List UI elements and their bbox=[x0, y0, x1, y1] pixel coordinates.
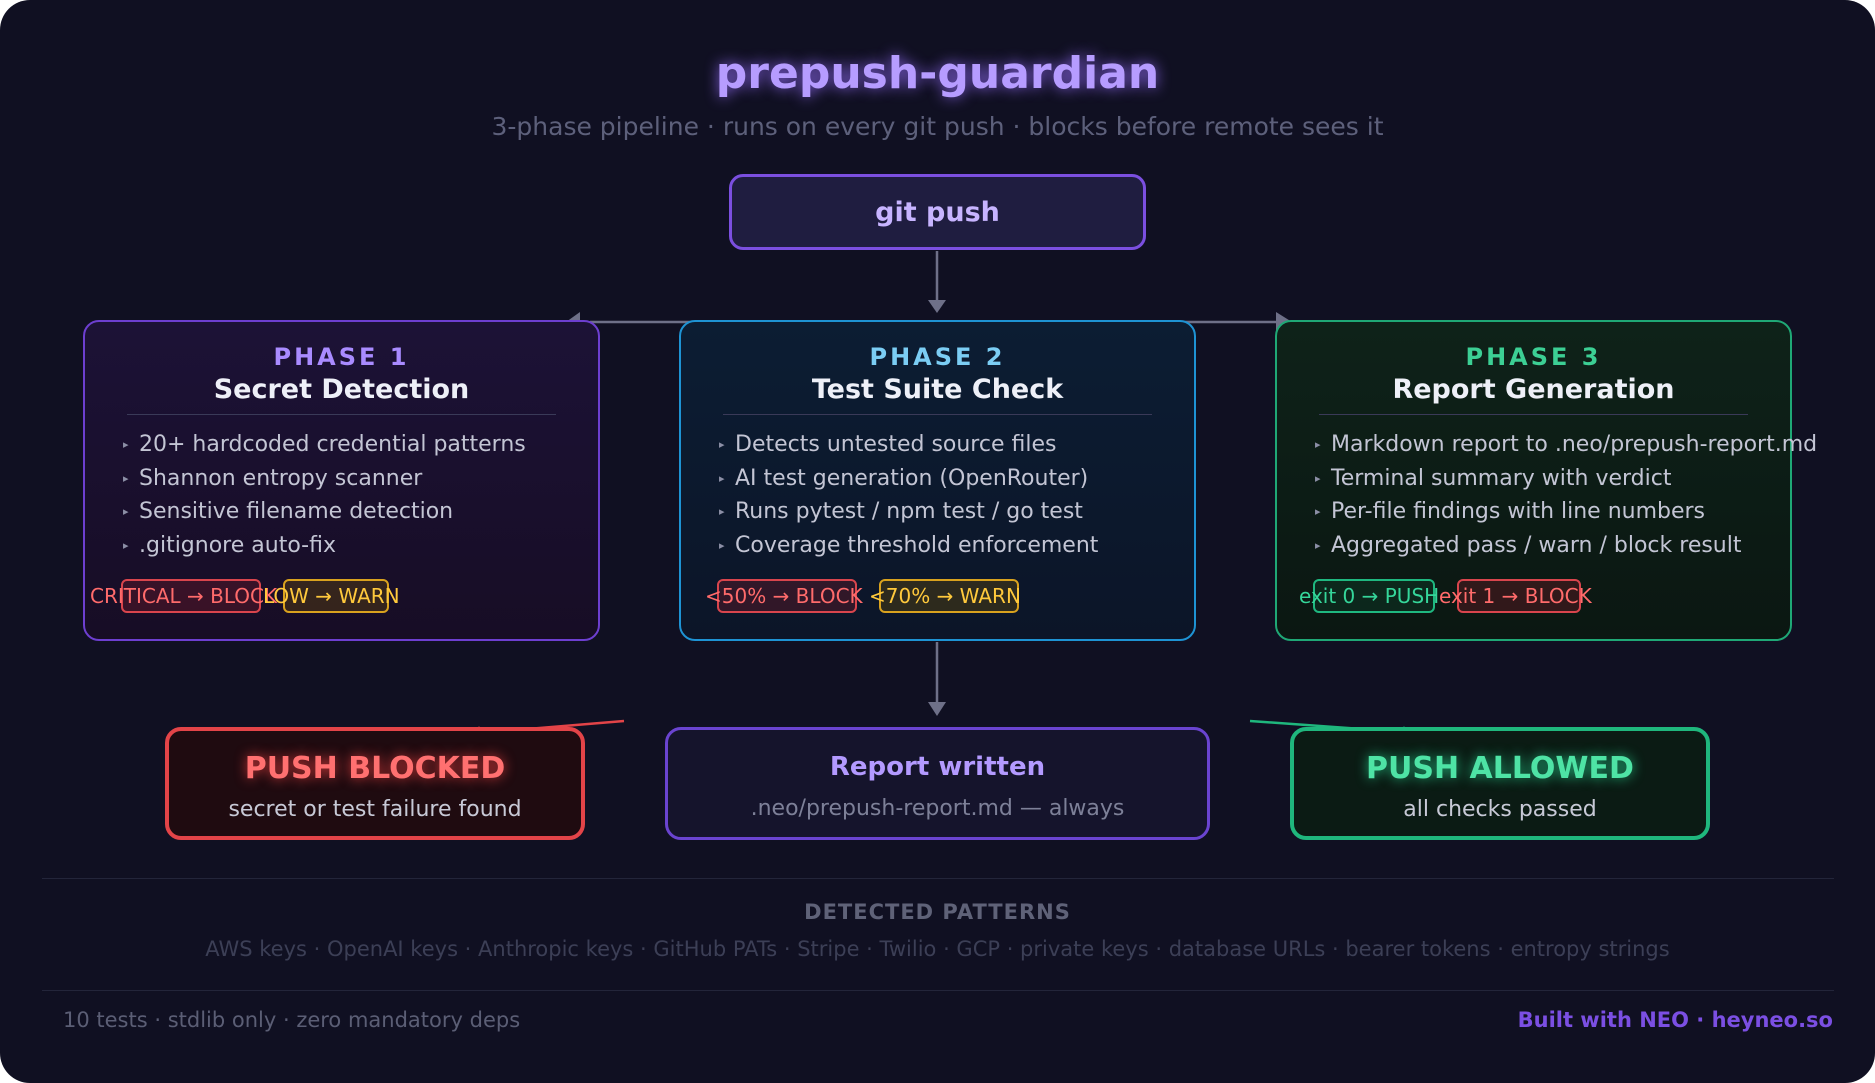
phase-number: PHASE 2 bbox=[869, 343, 1006, 371]
bullet-icon: ▸ bbox=[123, 438, 129, 452]
outcome-subtitle: .neo/prepush-report.md — always bbox=[750, 796, 1125, 821]
coverage-warn-badge: <70% → WARN bbox=[869, 579, 1021, 613]
phase-item-list: ▸Markdown report to .neo/prepush-report.… bbox=[1315, 428, 1817, 562]
list-item: ▸Detects untested source files bbox=[719, 428, 1098, 462]
push-blocked-node: PUSH BLOCKED secret or test failure foun… bbox=[165, 727, 585, 840]
bullet-icon: ▸ bbox=[1315, 438, 1321, 452]
outcome-title: PUSH BLOCKED bbox=[244, 751, 506, 786]
patterns-heading: DETECTED PATTERNS bbox=[804, 900, 1071, 924]
exit-1-block-badge: exit 1 → BLOCK bbox=[1439, 579, 1592, 613]
report-written-node: Report written .neo/prepush-report.md — … bbox=[665, 727, 1210, 840]
arrowhead-down-icon bbox=[928, 702, 946, 716]
divider bbox=[42, 878, 1834, 879]
bullet-icon: ▸ bbox=[123, 471, 129, 485]
push-allowed-node: PUSH ALLOWED all checks passed bbox=[1290, 727, 1710, 840]
list-item: ▸Aggregated pass / warn / block result bbox=[1315, 529, 1817, 563]
bullet-icon: ▸ bbox=[719, 438, 725, 452]
outcome-subtitle: secret or test failure found bbox=[228, 797, 522, 822]
phase-title: Secret Detection bbox=[213, 374, 470, 405]
phase-item-list: ▸Detects untested source files ▸AI test … bbox=[719, 428, 1098, 562]
bullet-icon: ▸ bbox=[719, 471, 725, 485]
low-warn-badge: LOW → WARN bbox=[263, 579, 400, 613]
bullet-icon: ▸ bbox=[719, 538, 725, 552]
outcome-title: Report written bbox=[829, 752, 1046, 782]
outcome-subtitle: all checks passed bbox=[1403, 797, 1597, 822]
phase-title: Test Suite Check bbox=[811, 374, 1064, 405]
phase-number: PHASE 3 bbox=[1465, 343, 1602, 371]
list-item: ▸20+ hardcoded credential patterns bbox=[123, 428, 526, 462]
list-item: ▸AI test generation (OpenRouter) bbox=[719, 462, 1098, 496]
bullet-icon: ▸ bbox=[123, 538, 129, 552]
phase-2-card: PHASE 2 Test Suite Check ▸Detects untest… bbox=[679, 320, 1196, 641]
footer-meta: 10 tests · stdlib only · zero mandatory … bbox=[63, 1008, 521, 1032]
exit-0-push-badge: exit 0 → PUSH bbox=[1299, 579, 1439, 613]
list-item: ▸.gitignore auto-fix bbox=[123, 529, 526, 563]
phase-item-list: ▸20+ hardcoded credential patterns ▸Shan… bbox=[123, 428, 526, 562]
list-item: ▸Terminal summary with verdict bbox=[1315, 462, 1817, 496]
phase-1-card: PHASE 1 Secret Detection ▸20+ hardcoded … bbox=[83, 320, 600, 641]
divider bbox=[127, 414, 556, 415]
critical-block-badge: CRITICAL → BLOCK bbox=[90, 579, 277, 613]
phase-number: PHASE 1 bbox=[273, 343, 410, 371]
page-title: prepush-guardian bbox=[715, 48, 1160, 99]
phase-title: Report Generation bbox=[1392, 374, 1675, 405]
git-push-label: git push bbox=[875, 196, 1000, 228]
divider bbox=[42, 990, 1834, 991]
list-item: ▸Coverage threshold enforcement bbox=[719, 529, 1098, 563]
patterns-list: AWS keys · OpenAI keys · Anthropic keys … bbox=[205, 937, 1670, 961]
arrowhead-down-icon bbox=[928, 300, 946, 313]
list-item: ▸Per-file findings with line numbers bbox=[1315, 495, 1817, 529]
list-item: ▸Sensitive filename detection bbox=[123, 495, 526, 529]
list-item: ▸Shannon entropy scanner bbox=[123, 462, 526, 496]
outcome-title: PUSH ALLOWED bbox=[1366, 751, 1634, 786]
git-push-node: git push bbox=[729, 174, 1146, 250]
list-item: ▸Runs pytest / npm test / go test bbox=[719, 495, 1098, 529]
bullet-icon: ▸ bbox=[1315, 471, 1321, 485]
bullet-icon: ▸ bbox=[719, 505, 725, 519]
footer-credit-link[interactable]: Built with NEO · heyneo.so bbox=[1517, 1008, 1833, 1032]
bullet-icon: ▸ bbox=[1315, 538, 1321, 552]
list-item: ▸Markdown report to .neo/prepush-report.… bbox=[1315, 428, 1817, 462]
coverage-block-badge: <50% → BLOCK bbox=[705, 579, 863, 613]
divider bbox=[723, 414, 1152, 415]
bullet-icon: ▸ bbox=[1315, 505, 1321, 519]
bullet-icon: ▸ bbox=[123, 505, 129, 519]
page-subtitle: 3-phase pipeline · runs on every git pus… bbox=[491, 112, 1384, 141]
divider bbox=[1319, 414, 1748, 415]
phase-3-card: PHASE 3 Report Generation ▸Markdown repo… bbox=[1275, 320, 1817, 641]
